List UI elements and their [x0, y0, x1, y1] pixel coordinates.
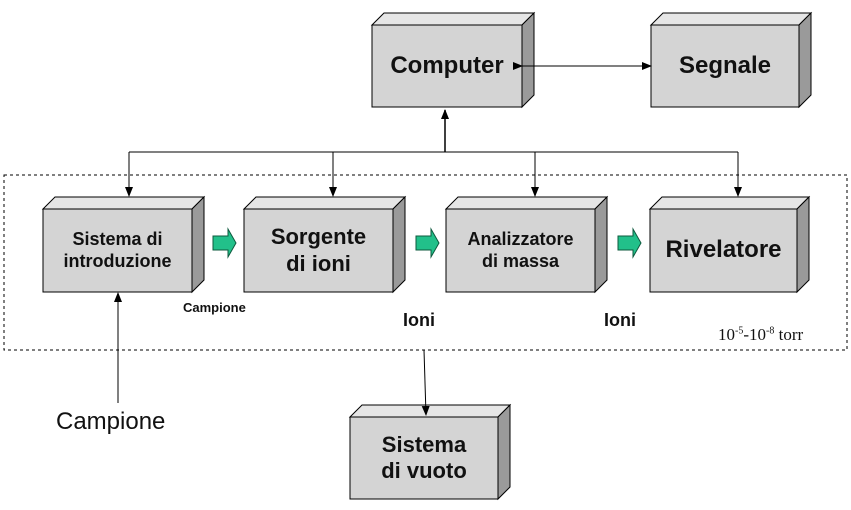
- analizzatore-box-shape: [444, 195, 609, 294]
- rivelatore-label: Rivelatore: [665, 236, 782, 264]
- vacuum-region: [3, 174, 848, 351]
- pressure-unit: torr: [774, 325, 804, 344]
- campione-input-label: Campione: [56, 408, 166, 435]
- ioni-label: Ioni: [403, 310, 435, 330]
- pressure-label: 10-5-10-8 torr: [718, 325, 803, 345]
- pressure-base: 10: [718, 325, 735, 344]
- computer-label: Computer: [390, 51, 504, 79]
- sistema-introduzione-box-shape: [41, 195, 206, 294]
- campione-small-label: Campione: [183, 300, 246, 315]
- pressure-exponent-1: -5: [735, 325, 744, 337]
- sistema-introduzione-label: Sistema di introduzione: [63, 228, 172, 271]
- ioni-label-2: Ioni: [604, 310, 636, 330]
- segnale-label: Segnale: [678, 51, 772, 79]
- flow-arrow-icon: [617, 227, 642, 259]
- computer-box-shape: [370, 11, 536, 109]
- pressure-mid: -10: [743, 325, 767, 344]
- segnale-box-shape: [649, 11, 813, 109]
- analizzatore-label: Analizzatore di massa: [467, 228, 574, 271]
- flow-arrow-icon: [415, 227, 440, 259]
- sistema-vuoto-label: Sistema di vuoto: [381, 431, 467, 483]
- rivelatore-box-shape: [648, 195, 811, 294]
- sistema-vuoto-box-shape: [348, 403, 512, 501]
- vacuum-arrow: [421, 349, 430, 416]
- sorgente-box-shape: [242, 195, 407, 294]
- flow-arrow-icon: [212, 227, 237, 259]
- sorgente-label: Sorgente di ioni: [270, 224, 367, 276]
- pressure-exponent-2: -8: [766, 325, 775, 337]
